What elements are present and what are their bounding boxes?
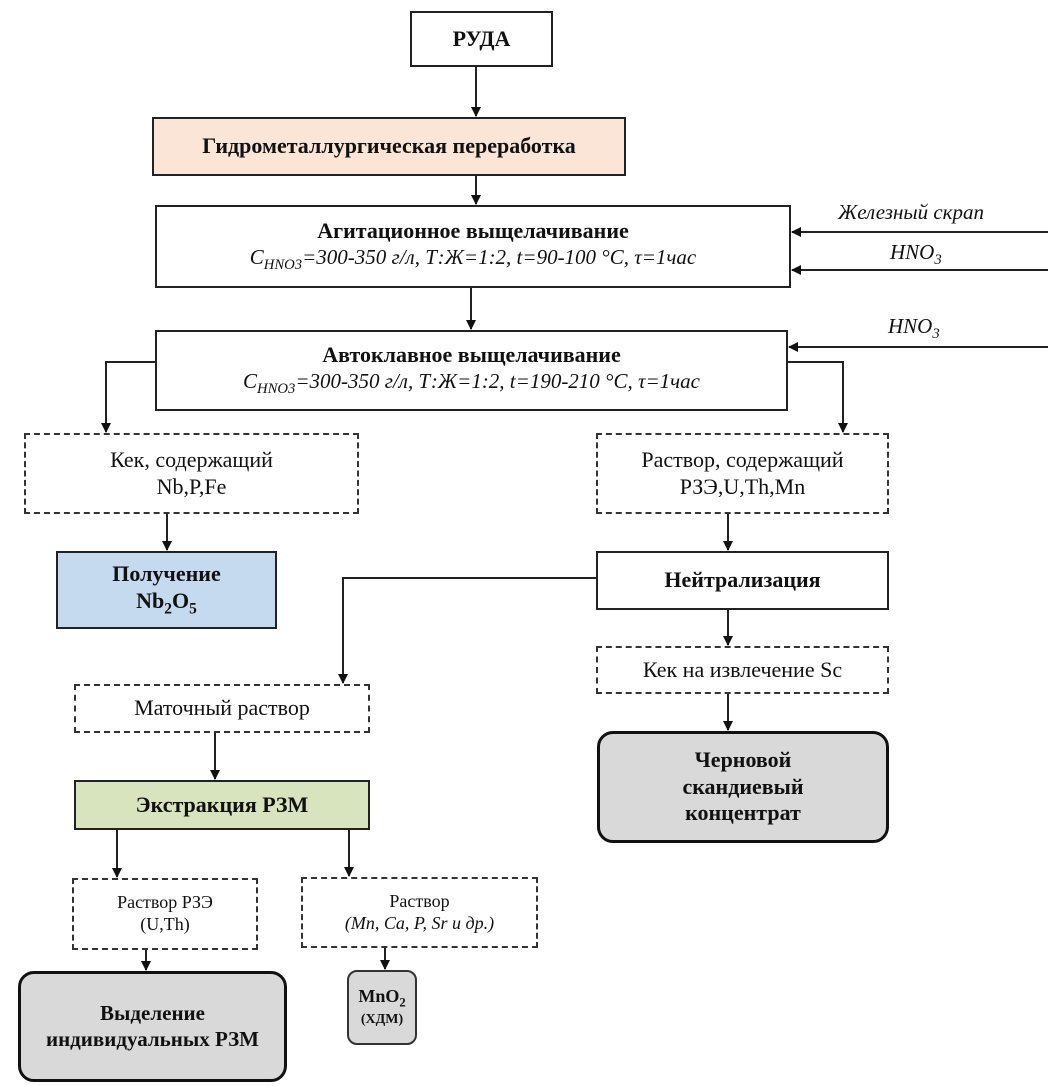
arrow-autoclave-to-cake-nb — [101, 361, 155, 433]
node-mn-solution: Раствор (Mn, Ca, P, Sr и др.) — [301, 877, 538, 948]
node-cake-nb: Кек, содержащий Nb,P,Fe — [24, 433, 359, 514]
node-cake-sc: Кек на извлечение Sc — [596, 646, 889, 694]
arrow-autoclave-to-solution — [788, 361, 848, 433]
sc-concentrate-line2: скандиевый — [682, 773, 804, 799]
autoclave-c-sub: HNO3 — [257, 381, 296, 398]
ree-solution-line1: Раствор РЗЭ — [117, 892, 213, 913]
autoclave-title: Автоклавное выщелачивание — [322, 342, 621, 368]
node-individual-ree: Выделение индивидуальных РЗМ — [18, 971, 287, 1082]
mno2-line1: MnO2 — [358, 986, 405, 1011]
arrow-neutralization-to-mother-liquor — [338, 577, 596, 684]
individual-ree-line1: Выделение — [100, 1000, 205, 1025]
nb2o5-o: O — [172, 587, 190, 613]
nb2o5-sub1: 2 — [164, 600, 172, 618]
mno2-main: MnO — [358, 986, 400, 1007]
cake-nb-line1: Кек, содержащий — [110, 446, 273, 472]
mother-liquor-label: Маточный раствор — [134, 695, 310, 721]
hydro-label: Гидрометаллургическая переработка — [202, 133, 576, 159]
input-iron-scrap: Железный скрап — [838, 200, 984, 224]
cake-sc-label: Кек на извлечение Sc — [642, 656, 843, 682]
node-nb2o5: Получение Nb2O5 — [56, 551, 277, 629]
cake-nb-line2: Nb,P,Fe — [156, 473, 227, 499]
neutralization-label: Нейтрализация — [664, 567, 821, 593]
mno2-sub: 2 — [399, 996, 406, 1011]
node-hydrometallurgical-processing: Гидрометаллургическая переработка — [152, 117, 626, 176]
autoclave-params-text: =300-350 г/л, Т:Ж=1:2, t=190-210 °C, τ=1… — [295, 368, 700, 393]
individual-ree-line2: индивидуальных РЗМ — [45, 1026, 259, 1051]
agitation-c-sub: HNO3 — [263, 257, 303, 274]
node-autoclave-leaching: Автоклавное выщелачивание CHNO3=300-350 … — [155, 330, 788, 411]
ree-solution-line2: (U,Th) — [140, 914, 190, 934]
node-extraction: Экстракция РЗМ — [74, 780, 370, 830]
nb2o5-line1: Получение — [112, 561, 221, 586]
node-neutralization: Нейтрализация — [596, 551, 889, 610]
hno3-2-sub: 3 — [932, 326, 940, 343]
solution-ree-line2: РЗЭ,U,Th,Mn — [679, 473, 806, 499]
mn-solution-line2: (Mn, Ca, P, Sr и др.) — [344, 912, 495, 933]
sc-concentrate-line1: Черновой — [694, 746, 792, 772]
nb2o5-nb: Nb — [136, 587, 165, 613]
extraction-label: Экстракция РЗМ — [135, 791, 309, 817]
mn-solution-line1: Раствор — [389, 890, 450, 911]
autoclave-c: C — [242, 368, 257, 393]
node-ree-solution: Раствор РЗЭ (U,Th) — [72, 878, 258, 950]
node-agitation-leaching: Агитационное выщелачивание CHNO3=300-350… — [155, 205, 791, 288]
node-solution-ree: Раствор, содержащий РЗЭ,U,Th,Mn — [596, 433, 889, 514]
node-mno2: MnO2 (ХДМ) — [347, 970, 417, 1045]
node-scandium-concentrate: Черновой скандиевый концентрат — [597, 731, 889, 843]
nb2o5-sub2: 5 — [189, 600, 197, 618]
autoclave-params: CHNO3=300-350 г/л, Т:Ж=1:2, t=190-210 °C… — [243, 369, 700, 399]
agitation-params: CHNO3=300-350 г/л, Т:Ж=1:2, t=90-100 °C,… — [250, 245, 697, 275]
node-ore: РУДА — [410, 11, 553, 67]
agitation-c: C — [249, 244, 264, 269]
node-mother-liquor: Маточный раствор — [74, 684, 370, 733]
input-hno3-2: HNO3 — [888, 314, 940, 343]
mno2-line2: (ХДМ) — [360, 1012, 404, 1028]
ore-label: РУДА — [452, 25, 511, 51]
agitation-title: Агитационное выщелачивание — [317, 218, 629, 244]
sc-concentrate-line3: концентрат — [685, 800, 801, 826]
hno3-1-sub: 3 — [934, 252, 942, 269]
agitation-params-text: =300-350 г/л, Т:Ж=1:2, t=90-100 °C, τ=1ч… — [302, 244, 697, 269]
solution-ree-line1: Раствор, содержащий — [641, 446, 844, 472]
hno3-2-main: HNO — [888, 314, 933, 338]
input-hno3-1: HNO3 — [890, 240, 942, 269]
hno3-1-main: HNO — [890, 240, 935, 264]
nb2o5-line2: Nb2O5 — [136, 588, 197, 619]
